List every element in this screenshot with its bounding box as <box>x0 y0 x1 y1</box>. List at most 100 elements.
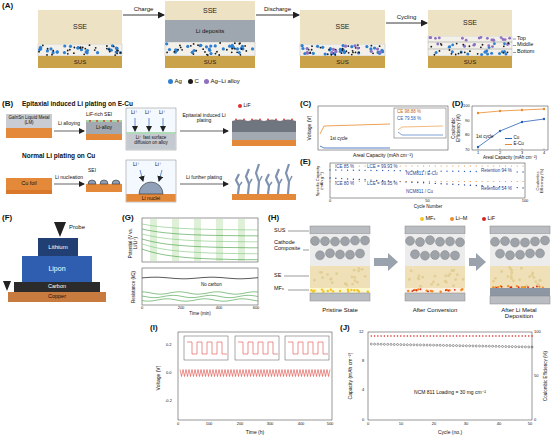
data-point <box>380 335 382 337</box>
layer-box: Cu foil <box>6 178 52 190</box>
text-label: CE 98.88 % <box>397 110 421 115</box>
carbon-particle <box>469 45 471 47</box>
process-arrow <box>54 131 84 132</box>
electrolyte-particle <box>421 276 424 279</box>
data-point <box>479 345 481 347</box>
carbon-particle <box>309 51 311 53</box>
data-point <box>374 343 376 345</box>
data-point <box>417 165 418 166</box>
ag-li-alloy-particle <box>306 52 309 55</box>
data-curve <box>142 244 258 254</box>
data-point <box>435 183 436 184</box>
interlayer <box>310 288 370 293</box>
data-point <box>387 335 389 337</box>
data-point <box>499 165 500 166</box>
text-label: Li alloying <box>58 121 80 126</box>
text-label: Pristine State <box>322 307 358 313</box>
text-label: Top <box>517 36 526 42</box>
ag-particle <box>301 44 304 47</box>
carbon-particle <box>355 52 357 54</box>
electrolyte-particle <box>539 279 542 282</box>
electrode-layer <box>38 44 122 56</box>
electrolyte-particle <box>520 267 523 270</box>
carbon-particle <box>84 48 86 50</box>
text-label: 600 <box>253 306 260 310</box>
electrolyte-particle <box>538 279 541 282</box>
ag-particle <box>312 52 315 55</box>
data-curve <box>142 229 258 236</box>
carbon-particle <box>67 53 69 55</box>
data-point <box>390 335 392 337</box>
data-point <box>439 335 441 337</box>
node-text: Lipon <box>48 265 65 272</box>
data-point <box>440 170 441 171</box>
tick-mark <box>478 149 479 151</box>
data-point <box>416 335 418 337</box>
li-ion-arrow <box>159 170 162 181</box>
electrolyte-particle <box>321 276 324 279</box>
electrolyte-particle <box>330 277 333 280</box>
data-curve <box>142 224 258 230</box>
ag-li-alloy-particle <box>376 47 379 50</box>
carbon-particle <box>83 53 85 55</box>
current-collector <box>490 226 550 234</box>
text-label: 20 <box>432 422 436 426</box>
electrolyte-particle <box>358 267 361 270</box>
text-label: Time (min) <box>189 312 210 317</box>
text-label: Li further plating <box>180 175 228 180</box>
carbon-particle <box>460 52 462 54</box>
process-arrow <box>123 15 164 16</box>
data-point <box>329 177 330 178</box>
electrolyte-particle <box>356 281 359 284</box>
data-point <box>482 181 483 182</box>
carbon-particle <box>219 42 221 44</box>
carbon-particle <box>341 52 343 54</box>
text-label: Bottom <box>517 49 534 55</box>
electrolyte-particle <box>452 284 455 287</box>
carbon-particle <box>358 52 360 54</box>
node-text: SUS <box>464 59 476 65</box>
ag-particle <box>460 50 463 53</box>
text-label: Retention 94 % <box>480 169 513 174</box>
data-point <box>508 335 510 337</box>
ag-li-alloy-particle <box>305 51 308 54</box>
ag-li-alloy-particle <box>332 48 335 51</box>
data-point <box>400 181 401 182</box>
data-point <box>441 165 442 166</box>
data-point <box>487 181 488 182</box>
carbon-particle <box>106 45 108 47</box>
ag-particle <box>503 42 506 45</box>
lif-dot <box>275 119 277 121</box>
alloy-layer <box>232 132 296 140</box>
text-label: (F) <box>2 214 12 222</box>
ag-particle <box>501 50 504 53</box>
mfx-particle <box>353 289 355 291</box>
lif-particle <box>536 286 538 288</box>
data-point <box>335 178 336 179</box>
node-text: Copper <box>48 294 66 300</box>
data-curve <box>142 239 258 248</box>
data-point <box>364 170 365 171</box>
carbon-particle <box>464 51 466 53</box>
cathode-particle <box>326 249 335 258</box>
electrolyte-particle <box>319 271 322 274</box>
data-point <box>487 165 488 166</box>
ag-particle <box>435 51 438 54</box>
electrolyte-particle <box>331 281 334 284</box>
carbon-particle <box>193 43 195 45</box>
data-point <box>498 345 500 347</box>
carbon-particle <box>449 49 451 51</box>
data-point <box>482 335 484 337</box>
text-label: Retention 54 % <box>480 187 513 192</box>
data-point <box>452 171 453 172</box>
text-label: After Conversion <box>413 307 458 313</box>
cu-foil <box>232 140 296 146</box>
data-point <box>522 181 523 182</box>
data-point <box>446 344 448 346</box>
data-point <box>531 346 533 348</box>
ag-particle <box>448 46 451 49</box>
data-curve <box>142 292 258 294</box>
ag-particle <box>80 48 83 51</box>
data-point <box>482 165 483 166</box>
data-point <box>443 335 445 337</box>
